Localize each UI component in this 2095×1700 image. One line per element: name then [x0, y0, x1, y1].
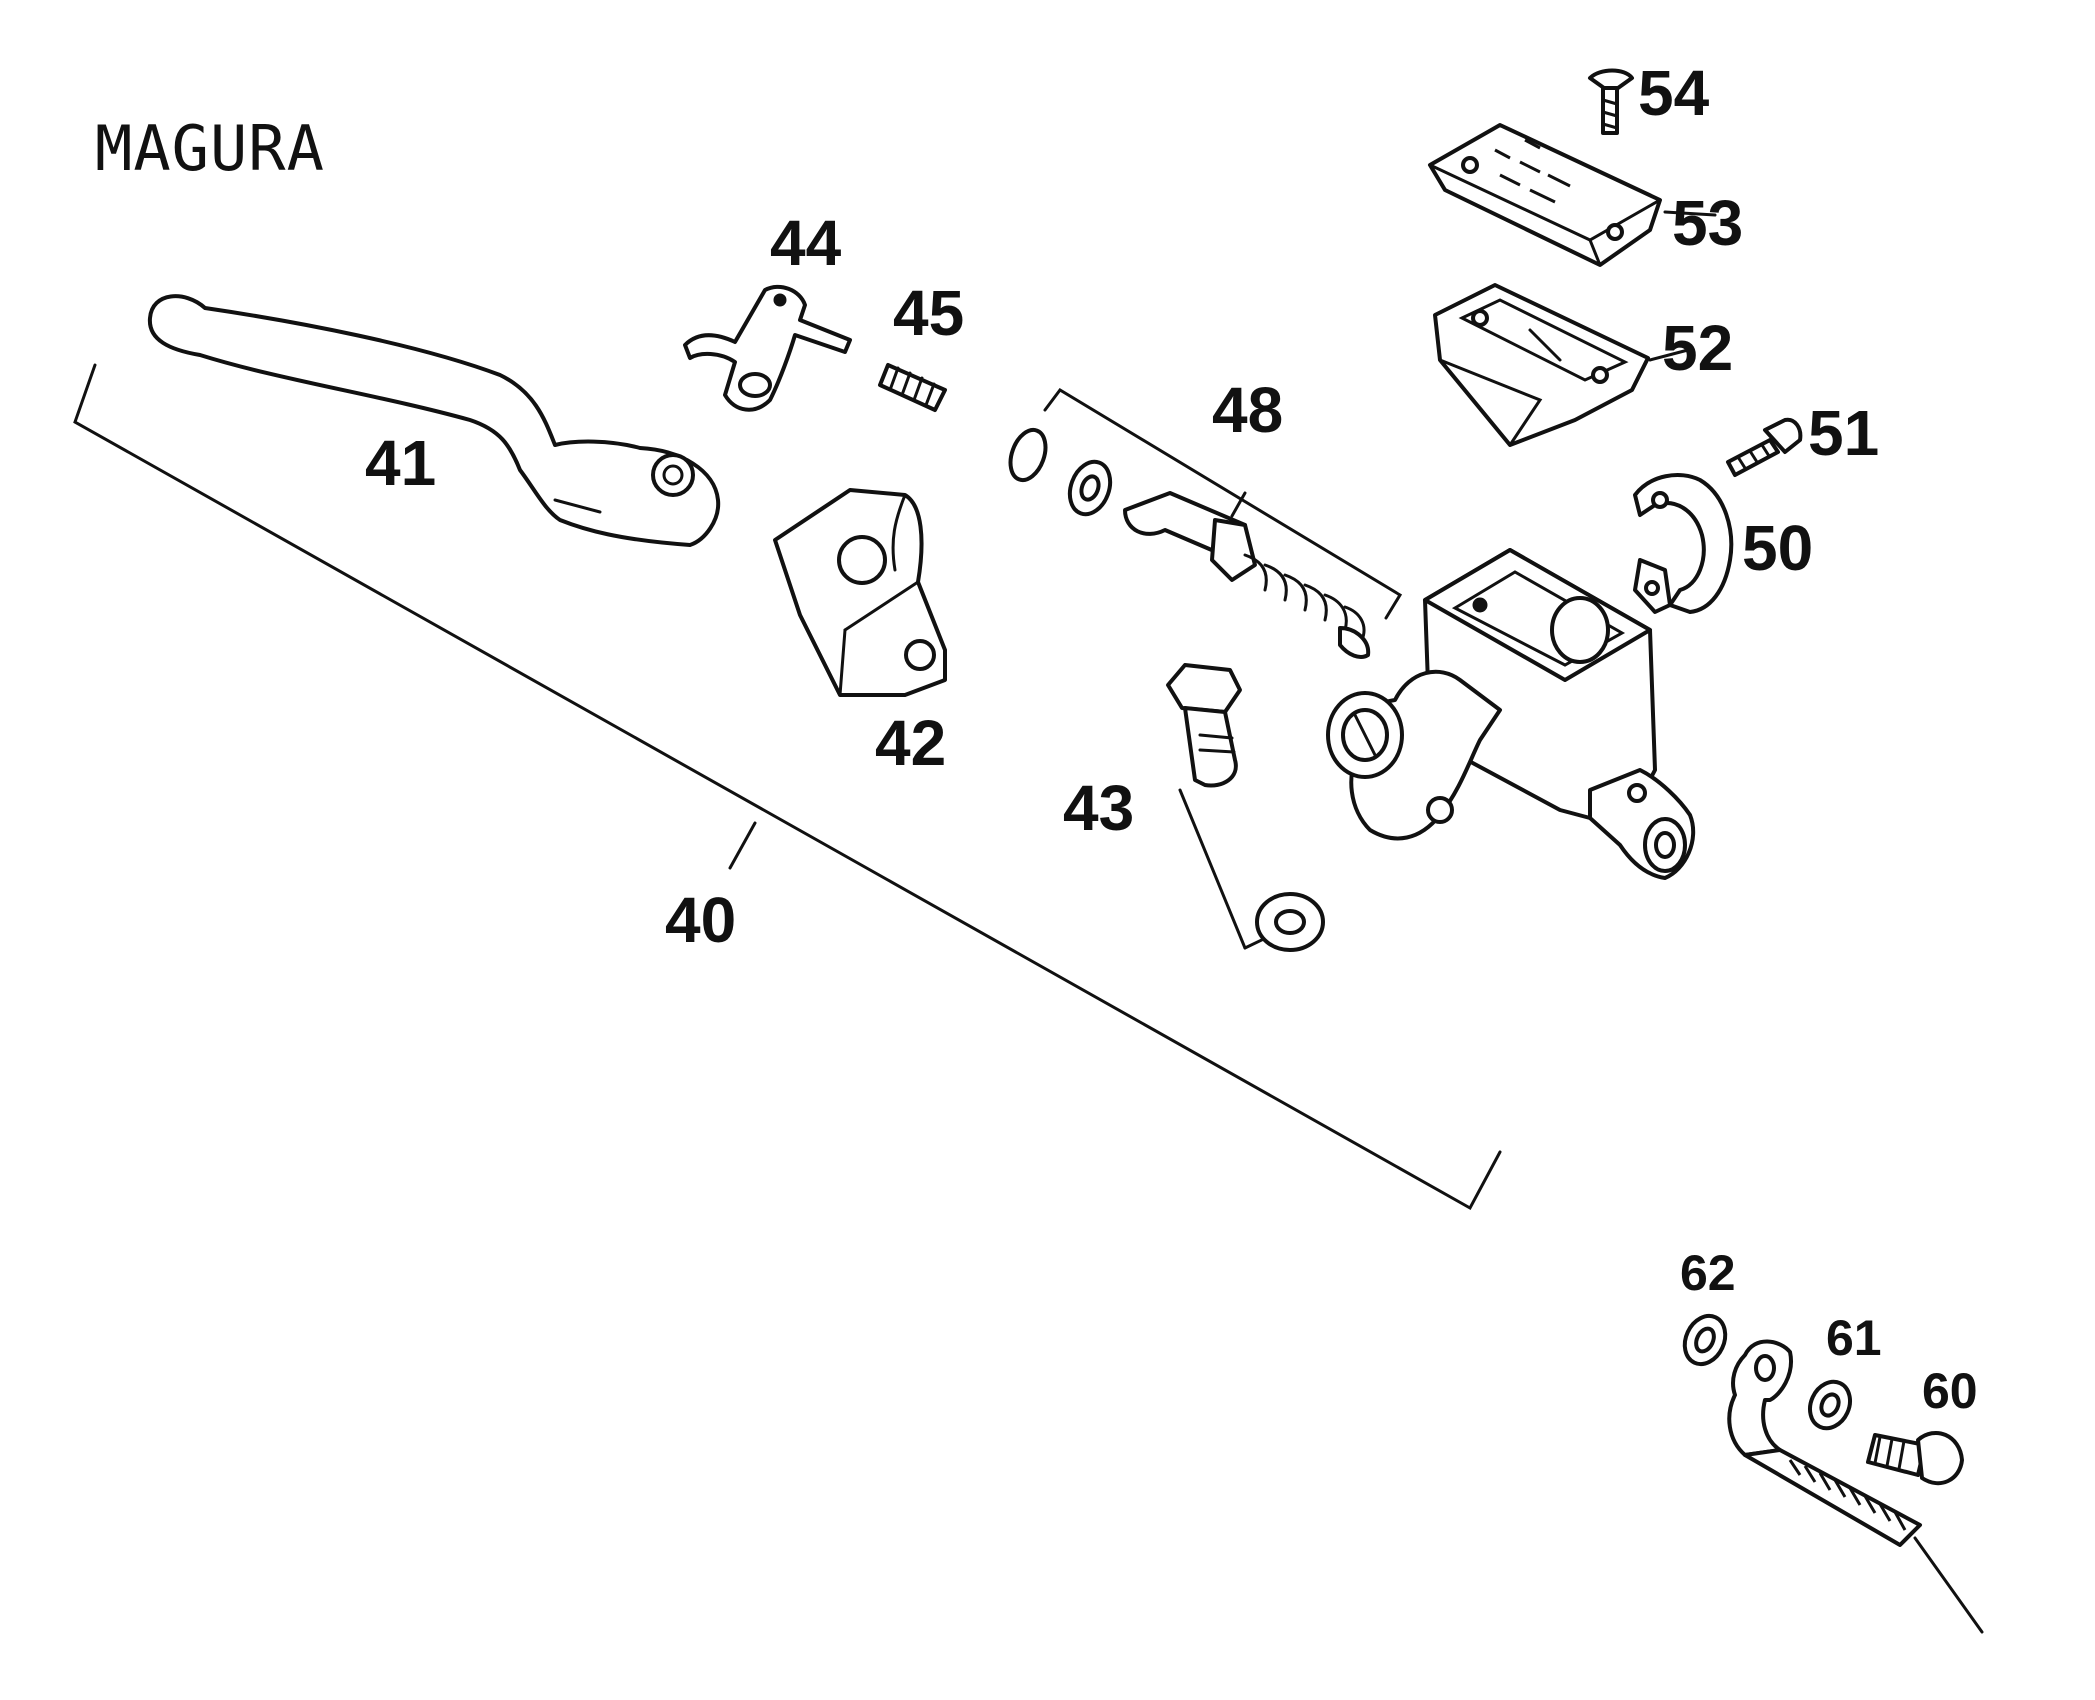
- callout-48: 48: [1212, 374, 1283, 446]
- part-41-brake-lever: [147, 294, 721, 547]
- callout-40: 40: [665, 884, 736, 956]
- part-53-reservoir-cover: [1428, 123, 1662, 267]
- part-48-piston-kit: [1008, 427, 1371, 659]
- callout-50: 50: [1742, 512, 1813, 584]
- part-44-pivot-lever: [683, 284, 852, 412]
- part-43-banjo-bolt: [1166, 663, 1325, 952]
- brand-label: MAGURA: [95, 112, 325, 185]
- master-cylinder-body: [1326, 548, 1696, 880]
- part-61-washer: [1808, 1379, 1852, 1431]
- callout-45: 45: [893, 277, 964, 349]
- callout-61: 61: [1826, 1310, 1882, 1366]
- brake-hose-assembly: [1727, 1339, 1984, 1634]
- assembly-bracket-40: [73, 363, 1502, 1211]
- callout-62: 62: [1680, 1245, 1736, 1301]
- part-52-reservoir-gasket: [1433, 283, 1650, 447]
- callout-41: 41: [365, 427, 436, 499]
- part-50-handlebar-clamp: [1633, 473, 1734, 614]
- part-60-banjo-bolt: [1866, 1430, 1964, 1486]
- assembly-bracket-48: [1043, 388, 1403, 620]
- part-42-bracket-block: [773, 488, 947, 697]
- callout-51: 51: [1808, 397, 1879, 469]
- part-62-washer: [1682, 1313, 1728, 1367]
- part-54-cover-screw: [1588, 68, 1634, 135]
- callout-53: 53: [1672, 187, 1743, 259]
- part-45-spring: [878, 363, 947, 412]
- callout-54: 54: [1638, 57, 1710, 129]
- part-51-clamp-screw: [1726, 417, 1803, 477]
- callout-44: 44: [770, 207, 842, 279]
- callout-52: 52: [1662, 312, 1733, 384]
- callout-60: 60: [1922, 1363, 1978, 1419]
- callout-leaders: [1648, 210, 1717, 362]
- callout-42: 42: [875, 707, 946, 779]
- callout-43: 43: [1063, 772, 1134, 844]
